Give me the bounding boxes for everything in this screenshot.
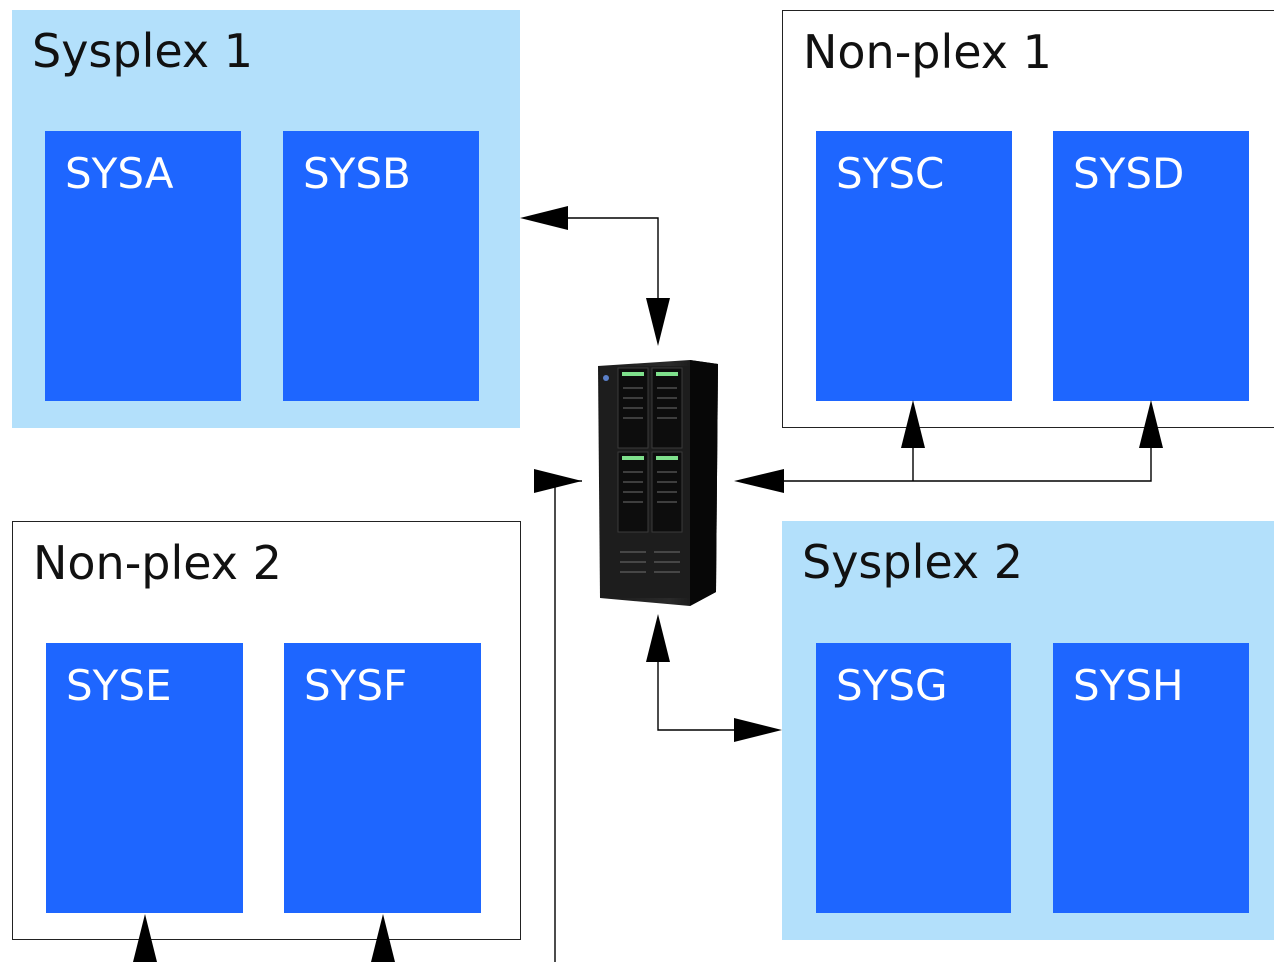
arrowhead-to-sysplex1 <box>520 206 568 230</box>
system-label: SYSE <box>66 661 172 710</box>
system-box-syse: SYSE <box>46 643 243 913</box>
connector-sysplex1 <box>566 217 659 300</box>
system-label: SYSF <box>304 661 408 710</box>
group-title: Sysplex 2 <box>802 535 1023 589</box>
system-box-sysg: SYSG <box>816 643 1011 913</box>
connector-sysplex2 <box>657 660 736 731</box>
system-label: SYSC <box>836 149 945 198</box>
system-box-sysb: SYSB <box>283 131 479 401</box>
arrowhead-to-sysc <box>901 400 925 448</box>
system-label: SYSH <box>1073 661 1184 710</box>
group-sysplex-2: Sysplex 2 SYSG SYSH <box>782 521 1274 940</box>
arrowhead-to-sysf <box>371 914 395 962</box>
arrowhead-to-sysd <box>1139 400 1163 448</box>
system-label: SYSA <box>65 149 174 198</box>
arrowhead-to-tower-right <box>734 469 784 493</box>
group-non-plex-2: Non-plex 2 SYSE SYSF <box>12 521 521 940</box>
group-non-plex-1: Non-plex 1 SYSC SYSD <box>782 10 1274 428</box>
system-box-sysa: SYSA <box>45 131 241 401</box>
server-tower-icon <box>598 360 718 606</box>
arrowhead-to-tower-bottom <box>646 614 670 662</box>
connector-nonplex1 <box>782 446 1152 482</box>
arrowhead-to-tower-top <box>646 298 670 346</box>
group-title: Non-plex 1 <box>803 25 1052 79</box>
system-label: SYSB <box>303 149 411 198</box>
group-sysplex-1: Sysplex 1 SYSA SYSB <box>12 10 520 428</box>
system-box-sysf: SYSF <box>284 643 481 913</box>
system-label: SYSG <box>836 661 948 710</box>
arrowhead-to-sysplex2 <box>734 718 782 742</box>
system-box-sysh: SYSH <box>1053 643 1249 913</box>
connector-nonplex2 <box>554 480 582 962</box>
group-title: Sysplex 1 <box>32 24 253 78</box>
system-box-sysd: SYSD <box>1053 131 1249 401</box>
arrowhead-to-tower-left <box>534 469 582 493</box>
arrowhead-to-syse <box>133 914 157 962</box>
system-box-sysc: SYSC <box>816 131 1012 401</box>
group-title: Non-plex 2 <box>33 536 282 590</box>
system-label: SYSD <box>1073 149 1185 198</box>
